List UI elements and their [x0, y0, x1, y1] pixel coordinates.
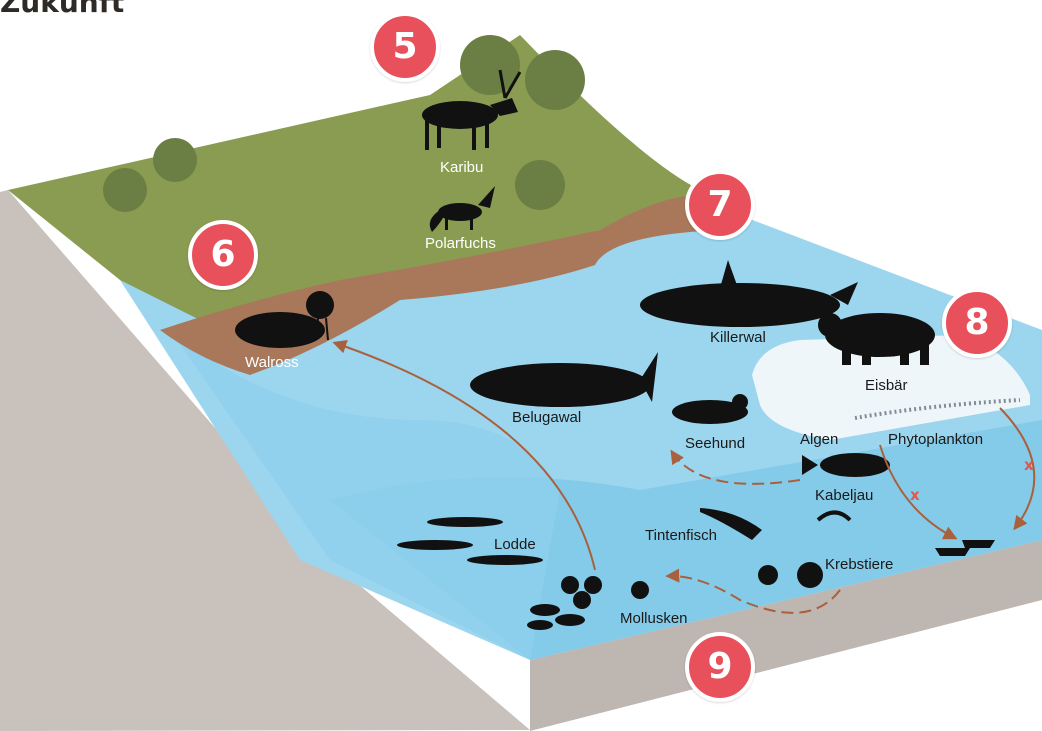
badge-7: 7	[685, 170, 755, 240]
label-lodde: Lodde	[494, 537, 536, 552]
label-eisbaer: Eisbär	[865, 378, 908, 393]
label-killerwal: Killerwal	[710, 330, 766, 345]
label-phytoplankton: Phytoplankton	[888, 432, 983, 447]
page-title: Zukunft	[0, 0, 124, 19]
label-polarfuchs: Polarfuchs	[425, 236, 496, 251]
broken-link-mark-phytoplankton: x	[1024, 458, 1034, 473]
label-kabeljau: Kabeljau	[815, 488, 873, 503]
shrub	[103, 168, 147, 212]
label-belugawal: Belugawal	[512, 410, 581, 425]
shrub	[515, 160, 565, 210]
shrub	[153, 138, 197, 182]
badge-9: 9	[685, 632, 755, 702]
label-karibu: Karibu	[440, 160, 483, 175]
shrub	[525, 50, 585, 110]
badge-6: 6	[188, 220, 258, 290]
label-mollusken: Mollusken	[620, 611, 688, 626]
badge-5: 5	[370, 12, 440, 82]
badge-8: 8	[942, 288, 1012, 358]
label-seehund: Seehund	[685, 436, 745, 451]
label-krebstiere: Krebstiere	[825, 557, 893, 572]
broken-link-mark-algae: x	[910, 488, 920, 503]
label-walross: Walross	[245, 355, 299, 370]
label-algen: Algen	[800, 432, 838, 447]
label-tintenfisch: Tintenfisch	[645, 528, 717, 543]
